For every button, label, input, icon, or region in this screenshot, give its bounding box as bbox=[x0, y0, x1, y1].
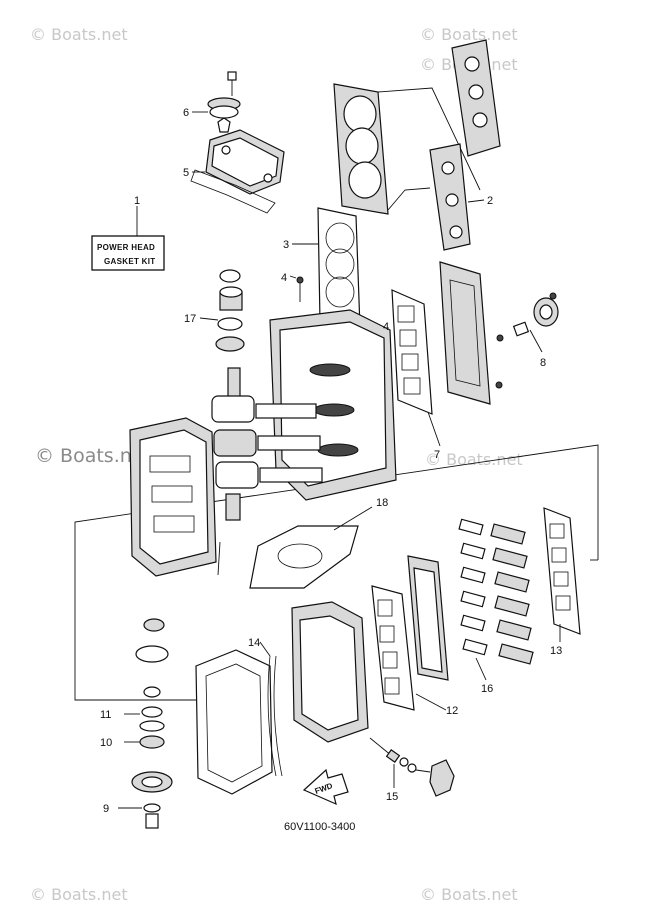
crankcase-left bbox=[129, 417, 217, 577]
callout-14: 14 bbox=[248, 637, 260, 649]
leader-12 bbox=[415, 693, 447, 711]
leader-16 bbox=[475, 657, 487, 681]
cylinder-head-gasket bbox=[317, 207, 361, 329]
gasket-kit-box: POWER HEAD GASKET KIT bbox=[91, 235, 165, 271]
anode-fitting bbox=[495, 292, 559, 389]
exhaust-cover-gasket bbox=[391, 261, 491, 415]
leader-8 bbox=[529, 329, 543, 353]
callout-4b: 4 bbox=[383, 321, 389, 333]
kit-box-line2: GASKET KIT bbox=[104, 257, 155, 266]
reed-valve-gasket bbox=[371, 585, 415, 711]
callout-1: 1 bbox=[134, 195, 140, 207]
fuel-fitting-set bbox=[369, 737, 455, 797]
callout-12: 12 bbox=[446, 705, 458, 717]
callout-15: 15 bbox=[386, 791, 398, 803]
callout-6: 6 bbox=[183, 107, 189, 119]
leader-4a bbox=[289, 275, 297, 279]
callout-16: 16 bbox=[481, 683, 493, 695]
lower-seal-stack bbox=[131, 618, 173, 829]
bolt-upper bbox=[296, 276, 304, 302]
callout-7: 7 bbox=[434, 449, 440, 461]
leader-17 bbox=[199, 317, 219, 321]
leader-14 bbox=[259, 641, 271, 657]
forward-arrow: FWD bbox=[302, 768, 349, 806]
watermark-bottom-right: © Boats.net bbox=[420, 885, 518, 904]
leader-2 bbox=[467, 199, 485, 203]
exhaust-inner-plate bbox=[429, 39, 501, 251]
cylinder-block bbox=[269, 309, 397, 501]
watermark-top-left: © Boats.net bbox=[30, 25, 128, 44]
callout-4a: 4 bbox=[281, 272, 287, 284]
thermostat-housing bbox=[190, 129, 285, 214]
cylinder-head bbox=[333, 83, 481, 215]
upper-bearing-set bbox=[215, 269, 245, 352]
callout-9: 9 bbox=[103, 803, 109, 815]
leader-18 bbox=[333, 506, 373, 531]
watermark-mid-left: © Boats.net bbox=[35, 445, 151, 467]
callout-3: 3 bbox=[283, 239, 289, 251]
crankshaft bbox=[211, 367, 323, 521]
frame-line-crankcase bbox=[217, 541, 221, 576]
kit-box-line1: POWER HEAD bbox=[97, 243, 155, 252]
callout-10: 10 bbox=[100, 737, 112, 749]
reed-plate-gasket bbox=[543, 507, 581, 635]
thermostat-cover bbox=[207, 71, 241, 133]
reed-valve-plate bbox=[407, 555, 449, 681]
callout-13: 13 bbox=[550, 645, 562, 657]
watermark-mid-right: © Boats.net bbox=[425, 450, 523, 469]
intake-manifold bbox=[291, 601, 369, 743]
diagram-code: 60V1100-3400 bbox=[284, 821, 355, 833]
callout-8: 8 bbox=[540, 357, 546, 369]
leader-7 bbox=[427, 411, 441, 447]
callout-11: 11 bbox=[100, 709, 111, 721]
watermark-top-right: © Boats.net bbox=[420, 25, 518, 44]
crankcase-gasket bbox=[249, 525, 359, 589]
intake-silencer bbox=[195, 649, 273, 795]
frame-line-left bbox=[74, 444, 599, 701]
callout-17: 17 bbox=[184, 313, 196, 325]
callout-18: 18 bbox=[376, 497, 388, 509]
callout-2: 2 bbox=[487, 195, 493, 207]
silencer-seal bbox=[267, 655, 283, 777]
reed-valve-set bbox=[458, 518, 534, 665]
watermark-bottom-left: © Boats.net bbox=[30, 885, 128, 904]
callout-5: 5 bbox=[183, 167, 189, 179]
